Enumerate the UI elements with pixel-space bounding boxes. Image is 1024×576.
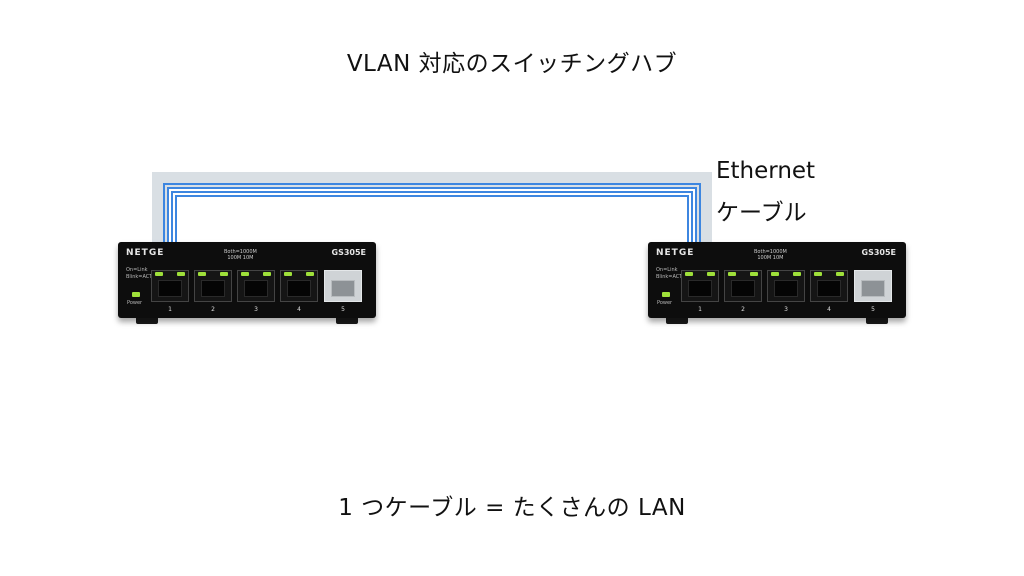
speed-legend-line: Both=1000M xyxy=(224,249,257,255)
power-label: Power xyxy=(657,300,673,306)
ethernet-port-5[interactable] xyxy=(854,270,892,302)
port-number: 1 xyxy=(698,306,702,313)
speed-legend: Both=1000M 100M 10M xyxy=(224,249,257,261)
ethernet-port-5[interactable] xyxy=(324,270,362,302)
speed-legend: Both=1000M 100M 10M xyxy=(754,249,787,261)
port-number: 2 xyxy=(211,306,215,313)
power-led xyxy=(132,292,140,297)
port-number: 4 xyxy=(827,306,831,313)
power-led xyxy=(662,292,670,297)
speed-legend-line: 100M 10M xyxy=(227,255,254,261)
port-number: 3 xyxy=(784,306,788,313)
cable-label-line-2: ケーブル xyxy=(716,200,807,226)
ethernet-port-3[interactable] xyxy=(767,270,805,302)
switch-brand: NETGE xyxy=(126,248,165,258)
switch-body: NETGE GS305E Both=1000M 100M 10M On=Link… xyxy=(118,242,376,318)
port-number: 4 xyxy=(297,306,301,313)
port-number: 2 xyxy=(741,306,745,313)
ethernet-port-2[interactable] xyxy=(194,270,232,302)
cable-label: Ethernet ケーブル xyxy=(716,150,815,234)
switch-model: GS305E xyxy=(861,248,897,257)
switch-body: NETGE GS305E Both=1000M 100M 10M On=Link… xyxy=(648,242,906,318)
power-label: Power xyxy=(127,300,143,306)
speed-legend-line: 100M 10M xyxy=(757,255,784,261)
switch-foot xyxy=(666,318,688,324)
switch-foot xyxy=(866,318,888,324)
switch-model: GS305E xyxy=(331,248,367,257)
led-legend-line: On=Link xyxy=(126,267,148,273)
ethernet-port-4[interactable] xyxy=(280,270,318,302)
diagram-title: VLAN 対応のスイッチングハブ xyxy=(346,51,678,77)
port-number: 3 xyxy=(254,306,258,313)
ethernet-port-2[interactable] xyxy=(724,270,762,302)
ethernet-port-1[interactable] xyxy=(151,270,189,302)
switch-foot xyxy=(336,318,358,324)
led-legend-line: Blink=ACT xyxy=(126,274,153,280)
switch-foot xyxy=(136,318,158,324)
ethernet-port-3[interactable] xyxy=(237,270,275,302)
ethernet-port-1[interactable] xyxy=(681,270,719,302)
switch-brand: NETGE xyxy=(656,248,695,258)
port-number: 1 xyxy=(168,306,172,313)
cable-label-line-1: Ethernet xyxy=(716,158,816,184)
diagram-caption: 1 つケーブル = たくさんの LAN xyxy=(338,495,686,521)
led-legend-line: On=Link xyxy=(656,267,678,273)
port-number: 5 xyxy=(341,306,345,313)
led-legend: On=Link Blink=ACT xyxy=(656,267,682,281)
cable-jacket xyxy=(152,172,712,300)
switch-left: NETGE GS305E Both=1000M 100M 10M On=Link… xyxy=(118,242,376,326)
led-legend-line: Blink=ACT xyxy=(656,274,683,280)
speed-legend-line: Both=1000M xyxy=(754,249,787,255)
switch-right: NETGE GS305E Both=1000M 100M 10M On=Link… xyxy=(648,242,906,326)
led-legend: On=Link Blink=ACT xyxy=(126,267,152,281)
port-number: 5 xyxy=(871,306,875,313)
ethernet-port-4[interactable] xyxy=(810,270,848,302)
vlan-line-1 xyxy=(163,183,701,298)
